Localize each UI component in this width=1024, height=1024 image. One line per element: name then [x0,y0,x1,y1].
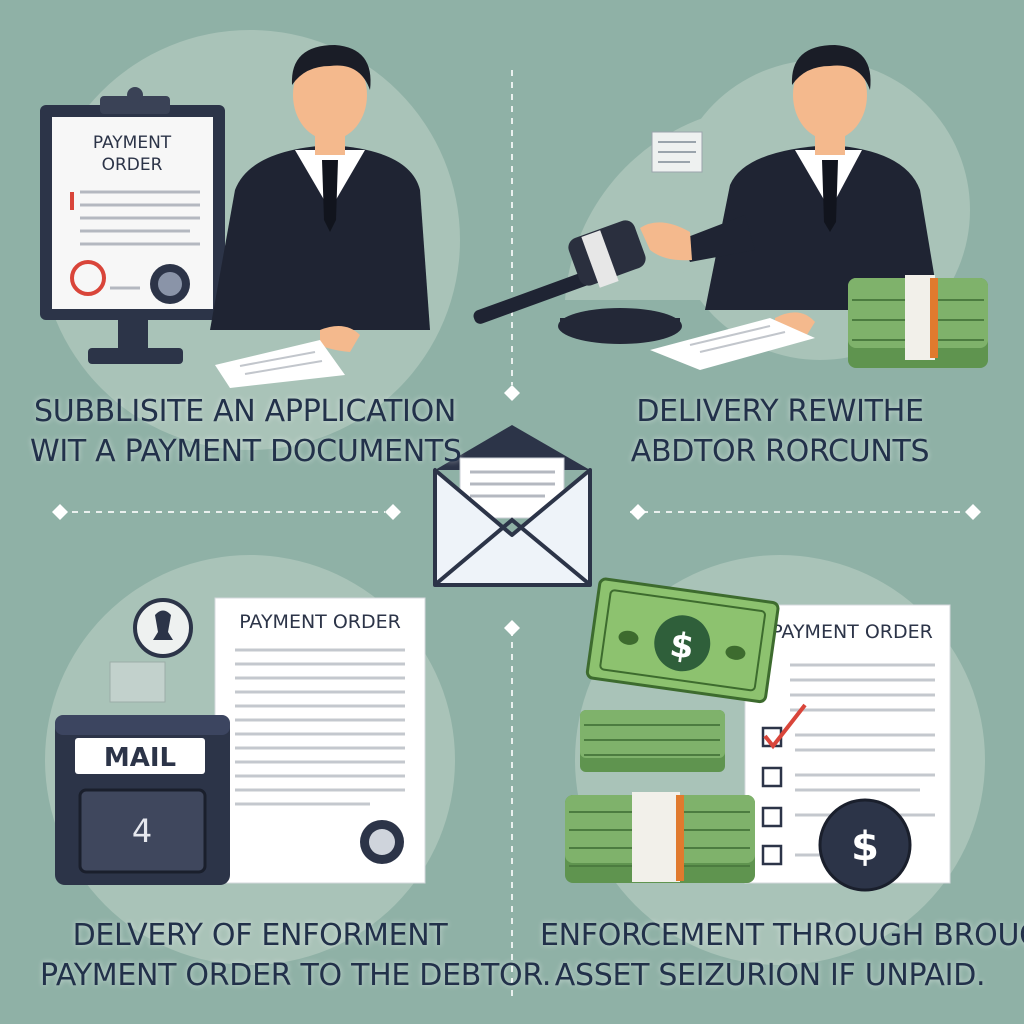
hair [291,45,371,90]
step-1-illustration: PAYMENT ORDER [40,45,430,388]
monitor-stand [88,348,183,364]
pointing-hand [640,222,692,261]
coin-icon [818,798,912,892]
step-2-caption-line2: ABDTOR RORCUNTS [630,434,930,469]
checkmark-icon [763,703,807,750]
clipboard-clip [100,96,170,114]
money-stack-small [580,710,725,772]
head [293,50,367,140]
suit-body-2 [705,145,940,310]
banknote-icon: $ [585,577,780,704]
step-4-illustration: PAYMENT ORDER $ [565,577,951,892]
doc-title-line1: PAYMENT [93,133,172,153]
step-4-caption: ENFORCEMENT THROUGH BROUGH ASSET SEIZURI… [540,916,1024,996]
hand [320,326,360,352]
envelope-icon [433,425,592,587]
step-1-caption-line2: WIT A PAYMENT DOCUMENTS [30,434,462,469]
step-4-caption-line2: ASSET SEIZURION IF UNPAID. [554,958,986,993]
step-2-illustration [473,45,988,370]
step-1-caption-line1: SUBBLISITE AN APPLICATION [33,394,457,429]
step-3-illustration: PAYMENT ORDER MAIL 4 [55,597,426,885]
doc-lines [80,190,200,290]
step-1-caption: SUBBLISITE AN APPLICATION WIT A PAYMENT … [30,392,462,472]
step-2-caption-line1: DELIVERY REWITHE [636,394,924,429]
banknote-symbol: $ [667,625,696,668]
head-2 [793,50,867,140]
mailbox-number: 4 [132,812,152,850]
gavel-icon [473,220,682,344]
mailbox-icon [55,715,230,885]
step-4-caption-line1: ENFORCEMENT THROUGH BROUGH [540,918,1024,953]
mailbox-label: MAIL [104,743,176,773]
step-3-caption: DELVERY OF ENFORMENT PAYMENT ORDER TO TH… [40,916,552,996]
suit-body [210,145,430,330]
money-stack-large [565,792,755,883]
step-3-caption-line2: PAYMENT ORDER TO THE DEBTOR. [40,958,552,993]
dividers [60,70,965,1000]
doc-title-3: PAYMENT ORDER [239,611,401,633]
step-2-caption: DELIVERY REWITHE ABDTOR RORCUNTS [560,392,1000,472]
step-3-caption-line1: DELVERY OF ENFORMENT [72,918,448,953]
doc-title-line2: ORDER [102,155,163,175]
tie [322,160,338,232]
coin-symbol: $ [851,824,879,870]
divider-diamonds [52,385,981,636]
money-stack-icon [848,275,988,368]
doc-lines-3 [235,648,405,806]
red-stamp-icon [70,260,106,296]
doc-title-4: PAYMENT ORDER [771,621,933,643]
